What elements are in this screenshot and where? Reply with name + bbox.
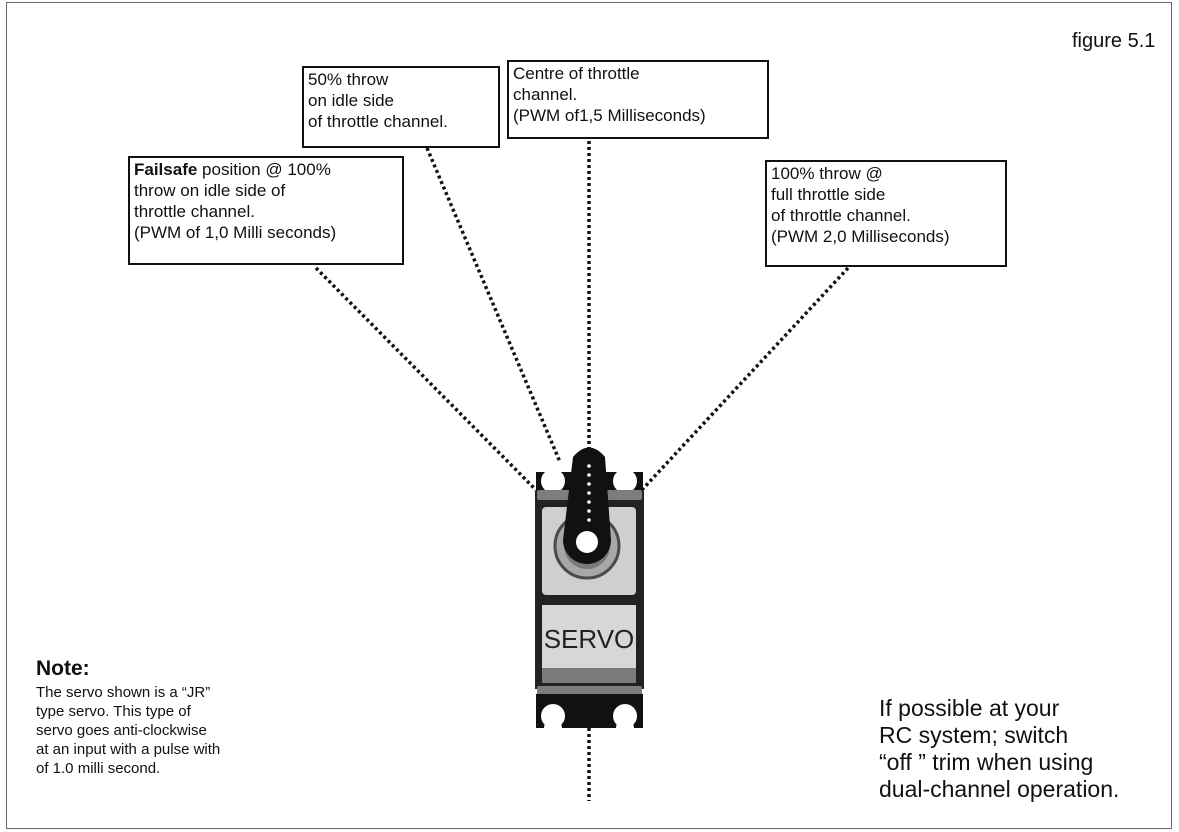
note-body: The servo shown is a “JR” type servo. Th…	[36, 683, 220, 778]
full-line2: full throttle side	[771, 185, 886, 204]
failsafe-line3: throttle channel.	[134, 202, 255, 221]
tip-line: RC system; switch	[879, 722, 1069, 748]
full-line1: 100% throw @	[771, 164, 883, 183]
half-idle-line3: of throttle channel.	[308, 112, 448, 131]
half-idle-line2: on idle side	[308, 91, 395, 110]
failsafe-bold-word: Failsafe	[134, 160, 198, 179]
servo-label: SERVO	[544, 624, 635, 654]
half-idle-line1: 50% throw	[308, 70, 389, 89]
note-title: Note:	[36, 657, 90, 680]
tip-line: If possible at your	[879, 695, 1060, 721]
trim-tip: If possible at your RC system; switch “o…	[879, 695, 1119, 803]
servo-icon: SERVO	[535, 447, 644, 728]
failsafe-callout: Failsafe position @ 100% throw on idle s…	[128, 156, 404, 265]
half-idle-callout: 50% throw on idle side of throttle chann…	[302, 66, 500, 148]
full-line3: of throttle channel.	[771, 206, 911, 225]
full-line4: (PWM 2,0 Milliseconds)	[771, 227, 950, 246]
failsafe-line4: (PWM of 1,0 Milli seconds)	[134, 223, 337, 242]
tip-line: dual-channel operation.	[879, 776, 1120, 802]
centre-line2: channel.	[513, 85, 578, 104]
full-throw-line	[638, 266, 850, 494]
half-idle-throw-line	[425, 147, 562, 463]
note-line: at an input with a pulse with	[36, 741, 221, 758]
failsafe-line2: throw on idle side of	[134, 181, 286, 200]
centre-line1: Centre of throttle	[513, 64, 640, 83]
note-line: The servo shown is a “JR”	[36, 684, 211, 701]
failsafe-throw-line	[314, 266, 538, 492]
full-throttle-callout: 100% throw @ full throttle side of throt…	[765, 160, 1007, 267]
tip-line: “off ” trim when using	[879, 749, 1094, 775]
figure-label: figure 5.1	[1072, 30, 1156, 52]
note-line: type servo. This type of	[36, 703, 191, 720]
note-line: servo goes anti-clockwise	[36, 722, 207, 739]
figure-frame	[6, 2, 1172, 829]
note-line: of 1.0 milli second.	[36, 760, 161, 777]
centre-line3: (PWM of1,5 Milliseconds)	[513, 106, 706, 125]
centre-callout: Centre of throttle channel. (PWM of1,5 M…	[507, 60, 769, 139]
failsafe-line1: position @ 100%	[197, 160, 331, 179]
